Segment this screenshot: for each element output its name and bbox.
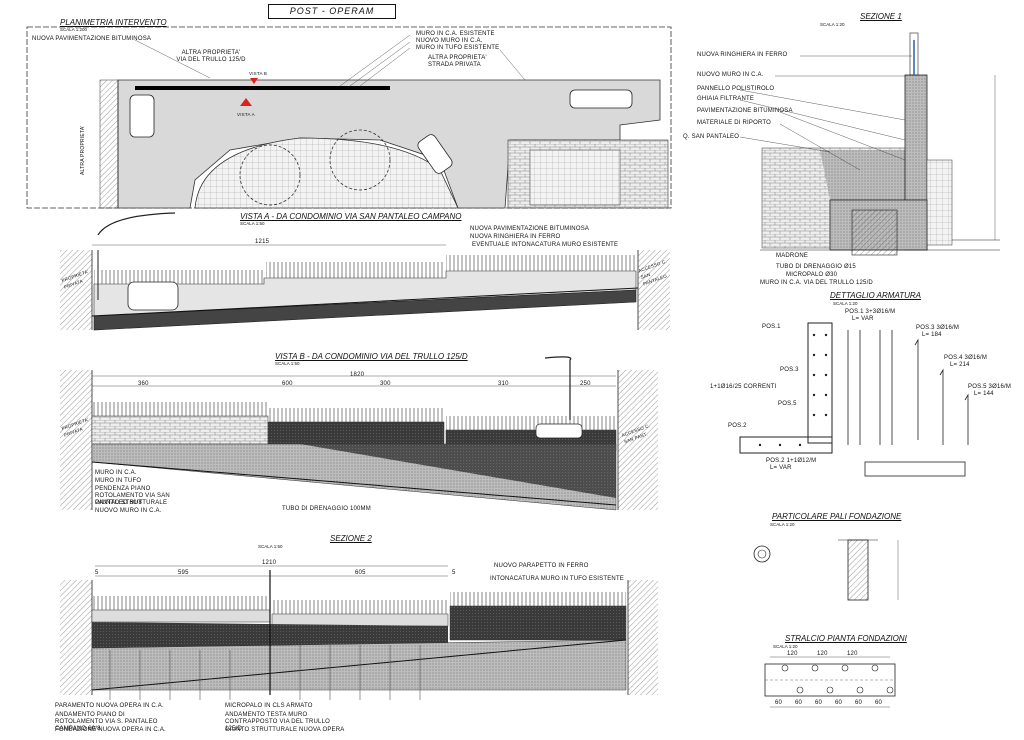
label-pavimentazione: NUOVA PAVIMENTAZIONE BITUMINOSA [32, 36, 152, 42]
dettaglio-correnti: 1+1Ø16/25 CORRENTI [710, 384, 777, 390]
sezione-1-label-3: PANNELLO POLISTIROLO [697, 86, 775, 92]
stralcio-scale: SCALA 1:20 [773, 644, 798, 649]
vista-b-title: VISTA B - da condominio via del Trullo 1… [275, 352, 468, 361]
stralcio-title: STRALCIO PIANTA FONDAZIONI [785, 634, 907, 643]
vista-b-drain: TUBO DI DRENAGGIO 100mm [282, 506, 371, 512]
label-nuovo-muro: NUOVO MURO IN C.A. [416, 38, 483, 44]
vista-b-dim-3: 300 [380, 381, 391, 387]
dettaglio-pos-1: POS.1 [762, 324, 781, 330]
vista-b-label-1: MURO IN C.A. [95, 470, 137, 476]
sezione-2-bottom-left-2: ANDAMENTO PIANO DI ROTOLAMENTO VIA S. PA… [55, 712, 158, 732]
vista-a-scale: SCALA 1:50 [240, 221, 265, 226]
dettaglio-pos5-spec: POS.5 3Ø16/m [968, 384, 1012, 390]
vista-a-label-intonacatura: EVENTUALE INTONACATURA MURO ESISTENTE [472, 242, 619, 248]
sezione-2-bottom-left-3: FONDAZIONE NUOVA OPERA IN C.A. [55, 727, 166, 733]
drawing-title: POST - OPERAM [268, 4, 396, 19]
dettaglio-pos3-len: L= 184 [922, 332, 942, 338]
sezione-1-label-7: Q. SAN PANTALEO [683, 134, 740, 140]
dettaglio-scale: SCALA 1:20 [833, 301, 858, 306]
sezione-2-dim-3: 605 [355, 570, 366, 576]
vista-b-label-5: NUOVO MURO IN C.A. [95, 508, 162, 514]
dettaglio-pos2-spec: POS.2 1+1Ø12/m [766, 458, 817, 464]
dettaglio-pos5-len: L= 144 [974, 391, 994, 397]
stralcio-bottom-3: 60 [815, 700, 823, 706]
dettaglio-pos1-spec: POS.1 3+3Ø16/m [845, 309, 896, 315]
label-altra-proprieta: ALTRA PROPRIETA' [80, 125, 86, 175]
label-altra-proprieta-strada: ALTRA PROPRIETA' STRADA PRIVATA [428, 55, 487, 68]
sezione-2-bottom-right-3: GIUNTO STRUTTURALE NUOVA OPERA [225, 727, 345, 733]
sezione-1-title: SEZIONE 1 [860, 12, 902, 21]
sezione-2-label-intonacatura: INTONACATURA MURO IN TUFO ESISTENTE [490, 576, 625, 582]
sezione-2-bottom-right-2: ANDAMENTO TESTA MURO CONTRAPPOSTO VIA DE… [225, 712, 330, 732]
label-muro-esistente: MURO IN C.A. ESISTENTE [416, 31, 495, 37]
dettaglio-pos1-len: L= VAR [852, 316, 874, 322]
sezione-1-bottom-2: TUBO DI DRENAGGIO Ø15 [776, 264, 856, 270]
dettaglio-pos4-spec: POS.4 3Ø16/m [944, 355, 988, 361]
sezione-2-total: 1210 [262, 560, 277, 566]
stralcio-top-1: 120 [787, 651, 798, 657]
sezione-1-bottom-3: MICROPALO Ø30 [786, 272, 838, 278]
sezione-1-label-2: NUOVO MURO IN C.A. [697, 72, 764, 78]
vista-b-dim-2: 600 [282, 381, 293, 387]
vista-b-dim-5: 250 [580, 381, 591, 387]
dettaglio-pos3-spec: POS.3 3Ø16/m [916, 325, 960, 331]
sezione-2-dim-2: 595 [178, 570, 189, 576]
sezione-1-bottom-4: MURO IN C.A. VIA DEL TRULLO 125/D [760, 280, 873, 286]
sezione-1-bottom-1: MADRONE [776, 253, 809, 259]
sezione-2-dim-1: 5 [95, 570, 99, 576]
sezione-2-dim-4: 5 [452, 570, 456, 576]
vista-a-dimension: 1215 [255, 239, 270, 245]
vista-b-label-4: GIUNTO STRUTTURALE [95, 500, 168, 506]
vista-b-dim-4: 310 [498, 381, 509, 387]
sezione-2-label-parapetto: NUOVO PARAPETTO IN FERRO [494, 563, 589, 569]
sezione-2-scale: SCALA 1:50 [258, 544, 283, 549]
label-vista-a: VISTA A [237, 112, 255, 117]
vista-b-total: 1820 [350, 372, 365, 378]
sezione-1-scale: SCALA 1:20 [820, 22, 845, 27]
dettaglio-pos4-len: L= 214 [950, 362, 970, 368]
stralcio-top-2: 120 [817, 651, 828, 657]
stralcio-bottom-2: 60 [795, 700, 803, 706]
stralcio-bottom-1: 60 [775, 700, 783, 706]
dettaglio-pos-5: POS.5 [778, 401, 797, 407]
vista-b-label-2: MURO IN TUFO [95, 478, 142, 484]
sezione-1-label-1: NUOVA RINGHIERA IN FERRO [697, 52, 788, 58]
sezione-1-label-5: PAVIMENTAZIONE BITUMINOSA [697, 108, 793, 114]
stralcio-top-3: 120 [847, 651, 858, 657]
vista-a-label-ringhiera: NUOVA RINGHIERA IN FERRO [470, 234, 561, 240]
dettaglio-pos-2: POS.2 [728, 423, 747, 429]
sezione-2-bottom-right-1: MICROPALO IN CLS ARMATO [225, 703, 313, 709]
vista-b-scale: SCALA 1:50 [275, 361, 300, 366]
stralcio-bottom-6: 60 [875, 700, 883, 706]
pali-scale: SCALA 1:20 [770, 522, 795, 527]
label-altra-proprieta-trullo: ALTRA PROPRIETA' VIA DEL TRULLO 125/D [176, 50, 246, 63]
label-vista-b: VISTA B [249, 71, 268, 76]
sezione-1-label-4: GHIAIA FILTRANTE [697, 96, 755, 102]
pali-title: PARTICOLARE PALI FONDAZIONE [772, 512, 902, 521]
sezione-2-title: SEZIONE 2 [330, 534, 372, 543]
sezione-2-bottom-left-1: PARAMENTO NUOVA OPERA IN C.A. [55, 703, 164, 709]
sezione-1-label-6: MATERIALE DI RIPORTO [697, 120, 772, 126]
vista-a-label-pavimentazione: NUOVA PAVIMENTAZIONE BITUMINOSA [470, 226, 590, 232]
stralcio-bottom-5: 60 [855, 700, 863, 706]
planimetria-scale: SCALA 1:200 [60, 27, 88, 32]
dettaglio-title: DETTAGLIO ARMATURA [830, 291, 921, 300]
vista-b-label-3: PENDENZA PIANO ROTOLAMENTO VIA SAN PANTA… [95, 486, 170, 506]
vista-a-title: VISTA A - da condominio Via San Pantaleo… [240, 212, 462, 221]
label-muro-tufo: MURO IN TUFO ESISTENTE [416, 45, 500, 51]
dettaglio-pos2-len: L= var [770, 465, 792, 471]
dettaglio-pos-3: POS.3 [780, 367, 799, 373]
vista-b-dim-1: 360 [138, 381, 149, 387]
stralcio-bottom-4: 60 [835, 700, 843, 706]
planimetria-title: PLANIMETRIA INTERVENTO [60, 18, 167, 27]
